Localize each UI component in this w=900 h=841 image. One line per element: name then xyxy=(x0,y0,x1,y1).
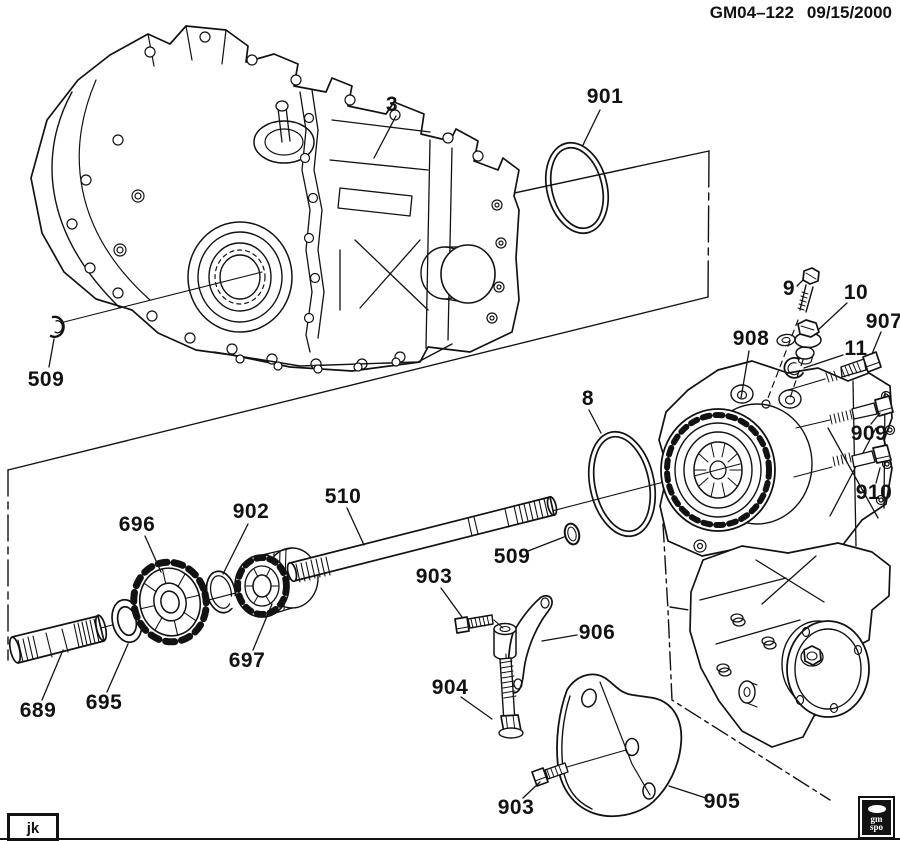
callout-9: 9 xyxy=(782,277,796,300)
bolt-907-art xyxy=(787,351,882,391)
callout-11: 11 xyxy=(844,337,868,360)
gm-spo-logo-text-bottom: spo xyxy=(869,821,883,832)
bolt-903-upper-art xyxy=(454,614,504,634)
bottom-rule xyxy=(0,838,900,840)
callout-8: 8 xyxy=(581,387,595,410)
plug-10-art xyxy=(776,319,822,399)
projection-plane-lines xyxy=(7,150,831,801)
gm-spo-logo-inner: gm spo xyxy=(862,800,891,835)
transaxle-assembly-art xyxy=(30,25,520,374)
bolt-910-art xyxy=(793,444,892,478)
gm-spo-logo-text-top: gm xyxy=(870,813,883,824)
gm-spo-logo: gm spo xyxy=(858,796,895,839)
callout-689: 689 xyxy=(19,699,57,722)
author-initials-box: jk xyxy=(7,813,59,841)
callout-910: 910 xyxy=(855,481,893,504)
callout-696: 696 xyxy=(118,513,156,536)
callout-907: 907 xyxy=(865,310,900,333)
transfer-case-art xyxy=(658,360,896,562)
pto-unit-art xyxy=(689,542,891,748)
bolt-909-art xyxy=(795,395,894,429)
gm-oval-icon xyxy=(867,804,886,813)
clip-509-left-art xyxy=(49,271,263,339)
callout-906: 906 xyxy=(578,621,616,644)
callout-902: 902 xyxy=(232,500,270,523)
header: GM04–122 09/15/2000 xyxy=(710,3,892,23)
callout-3: 3 xyxy=(385,93,399,116)
callout-903-lower: 903 xyxy=(497,796,535,819)
shaft-group-art xyxy=(8,495,581,664)
callout-909: 909 xyxy=(850,422,888,445)
oring-901-art xyxy=(544,141,610,235)
callout-901: 901 xyxy=(586,85,624,108)
callout-903-upper: 903 xyxy=(415,565,453,588)
author-initials: jk xyxy=(26,819,40,837)
lever-906-art xyxy=(493,595,553,694)
callout-695: 695 xyxy=(85,691,123,714)
callout-510: 510 xyxy=(324,485,362,508)
callout-905: 905 xyxy=(703,790,741,813)
callout-908: 908 xyxy=(732,327,770,350)
doc-date: 09/15/2000 xyxy=(806,3,892,22)
oring-8-art xyxy=(587,430,657,538)
doc-code: GM04–122 xyxy=(709,3,794,22)
bolt-903-lower-art xyxy=(531,749,627,787)
callout-904: 904 xyxy=(431,676,469,699)
clip-11-art xyxy=(783,356,804,379)
leader-lines xyxy=(41,109,882,799)
bolt-904-art xyxy=(498,653,524,739)
callout-697: 697 xyxy=(228,649,266,672)
callout-10: 10 xyxy=(843,281,869,304)
callout-509-left: 509 xyxy=(27,368,65,391)
bracket-905-art xyxy=(556,673,683,818)
callout-509-shaft: 509 xyxy=(493,545,531,568)
